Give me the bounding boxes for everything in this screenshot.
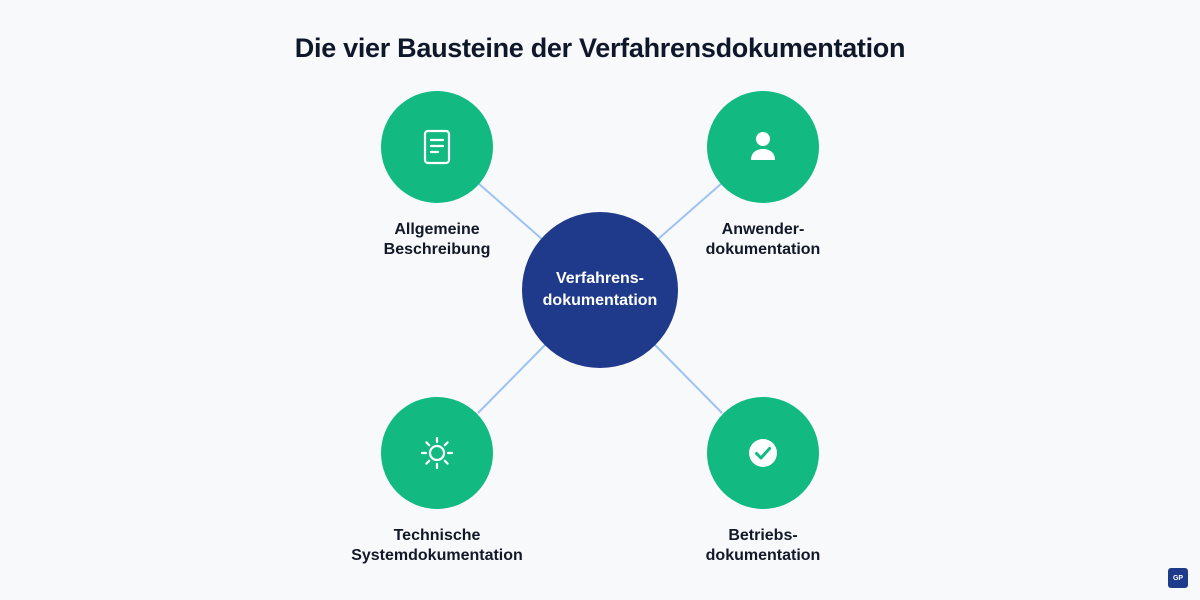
label-line-1: Anwender- [721, 221, 805, 238]
connector-bottom-left [477, 344, 546, 414]
label-line-1: Allgemeine [394, 221, 480, 238]
document-icon [422, 129, 452, 165]
connector-bottom-right [654, 344, 723, 414]
connector-top-right [656, 182, 723, 241]
label-line-2: Systemdokumentation [351, 547, 523, 564]
label-line-1: Betriebs- [728, 527, 798, 544]
label-line-2: Beschreibung [383, 241, 491, 258]
label-technische-systemdokumentation: Technische Systemdokumentation [317, 526, 557, 566]
label-anwenderdokumentation: Anwender- dokumentation [643, 220, 883, 260]
center-line-1: Verfahrens- [555, 270, 645, 287]
check-circle-icon [747, 437, 779, 469]
brand-badge: GP [1168, 568, 1188, 588]
connector-top-left [477, 182, 544, 241]
label-line-2: dokumentation [705, 241, 821, 258]
label-allgemeine-beschreibung: Allgemeine Beschreibung [317, 220, 557, 260]
node-anwenderdokumentation [707, 91, 819, 203]
node-allgemeine-beschreibung [381, 91, 493, 203]
label-line-2: dokumentation [705, 547, 821, 564]
label-betriebsdokumentation: Betriebs- dokumentation [643, 526, 883, 566]
center-node-verfahrensdokumentation: Verfahrens- dokumentation [522, 212, 678, 368]
sun-gear-icon [420, 436, 454, 470]
node-technische-systemdokumentation [381, 397, 493, 509]
user-icon [749, 130, 777, 164]
page-title: Die vier Bausteine der Verfahrensdokumen… [294, 33, 906, 63]
node-betriebsdokumentation [707, 397, 819, 509]
center-line-2: dokumentation [542, 292, 658, 309]
label-line-1: Technische [393, 527, 481, 544]
